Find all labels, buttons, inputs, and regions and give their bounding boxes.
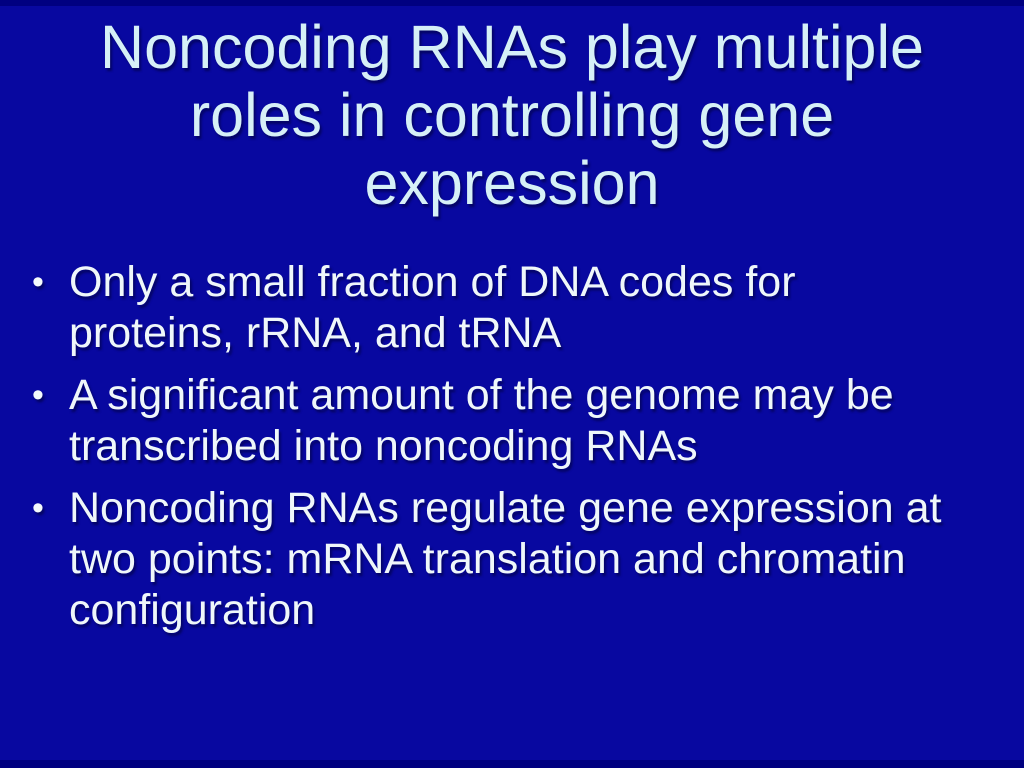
bullet-text: A significant amount of the genome may b… — [69, 371, 894, 470]
bullet-dot-icon: • — [32, 376, 44, 414]
slide-title: Noncoding RNAs play multiple roles in co… — [100, 13, 924, 217]
bullet-dot-icon: • — [32, 489, 44, 527]
bullet-text: Only a small fraction of DNA codes for p… — [69, 258, 796, 357]
bullet-dot-icon: • — [32, 263, 44, 301]
bullet-item: • Noncoding RNAs regulate gene expressio… — [28, 483, 964, 636]
bullet-list: • Only a small fraction of DNA codes for… — [0, 257, 1024, 636]
slide-top-edge — [0, 0, 1024, 6]
bullet-item: • Only a small fraction of DNA codes for… — [28, 257, 964, 359]
slide-bottom-edge — [0, 760, 1024, 768]
bullet-item: • A significant amount of the genome may… — [28, 370, 964, 472]
bullet-text: Noncoding RNAs regulate gene expression … — [69, 484, 942, 634]
